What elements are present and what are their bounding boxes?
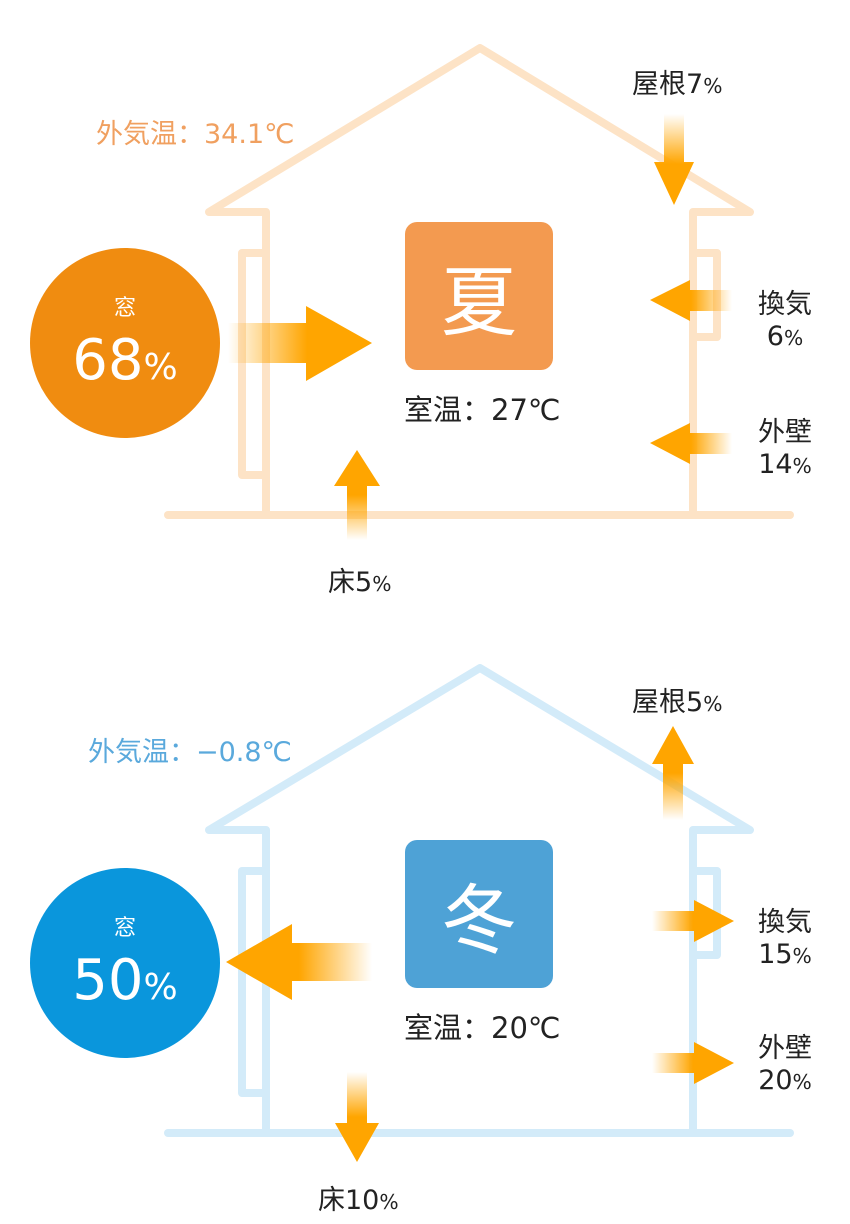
winter-ventilation-unit: % [792, 944, 812, 968]
winter-floor-label: 床10% [318, 1178, 399, 1217]
summer-roof-arrow [654, 114, 694, 205]
winter-season-text: 冬 [441, 876, 517, 965]
winter-window-label: 窓 [113, 916, 136, 941]
winter-wall-label-text: 外壁 [758, 1033, 812, 1064]
winter-wall-label: 外壁 20% [750, 1026, 820, 1096]
winter-ventilation-arrow [652, 900, 734, 942]
summer-roof-value: 7 [686, 69, 704, 100]
summer-outside-temp: 外気温：34.1℃ [96, 112, 294, 151]
summer-wall-unit: % [792, 454, 812, 478]
summer-room-temp: 室温：27℃ [404, 393, 561, 427]
summer-ventilation-value: 6 [766, 321, 784, 352]
winter-window-circle: 窓 50% [30, 868, 220, 1058]
summer-house-diagram [164, 44, 794, 540]
summer-roof-label: 屋根7% [632, 62, 722, 101]
summer-floor-value: 5 [355, 567, 373, 598]
winter-floor-label-text: 床 [318, 1185, 345, 1216]
summer-window-unit: % [143, 347, 178, 388]
winter-floor-arrow [335, 1072, 379, 1162]
winter-roof-arrow [652, 726, 694, 820]
summer-ventilation-arrow [650, 280, 732, 321]
winter-window-number: 50 [72, 948, 144, 1013]
winter-ventilation-label-text: 換気 [758, 907, 812, 938]
summer-ventilation-label-text: 換気 [758, 289, 812, 320]
summer-outside-temp-text: 外気温：34.1℃ [96, 119, 295, 150]
winter-floor-unit: % [379, 1190, 399, 1214]
summer-window-circle: 窓 68% [30, 248, 220, 438]
winter-wall-value: 20 [758, 1065, 793, 1096]
summer-wall-label: 外壁 14% [750, 410, 820, 480]
summer-roof-label-text: 屋根 [632, 69, 686, 100]
summer-season-badge: 夏 [405, 222, 553, 370]
summer-panel: 外気温：34.1℃ 窓 68% 夏 室温：27℃ 屋根7% 換気 6% 外壁 1… [30, 44, 820, 599]
winter-house-diagram [164, 664, 794, 1162]
winter-outside-temp: 外気温：−0.8℃ [88, 730, 292, 769]
summer-floor-arrow [334, 450, 380, 540]
summer-wall-arrow [650, 423, 732, 464]
summer-ventilation-unit: % [783, 326, 804, 350]
winter-window-unit: % [143, 967, 178, 1008]
winter-wall-unit: % [792, 1070, 812, 1094]
summer-floor-label: 床5% [328, 560, 391, 599]
winter-roof-label: 屋根5% [632, 680, 722, 719]
summer-floor-label-text: 床 [328, 567, 355, 598]
winter-window-arrow [226, 924, 372, 1000]
summer-window-value: 68% [30, 328, 220, 393]
summer-floor-unit: % [372, 572, 392, 596]
winter-room-temp: 室温：20℃ [404, 1011, 561, 1045]
winter-outside-temp-text: 外気温：−0.8℃ [88, 737, 292, 768]
summer-ventilation-label: 換気 6% [750, 282, 820, 352]
winter-wall-arrow [652, 1042, 734, 1084]
summer-season-text: 夏 [441, 258, 517, 347]
summer-wall-value: 14 [758, 449, 793, 480]
winter-panel: 外気温：−0.8℃ 窓 50% 冬 室温：20℃ 屋根5% 換気 15% 外壁 … [0, 612, 850, 1224]
winter-floor-value: 10 [345, 1185, 380, 1216]
summer-window-arrow [228, 306, 372, 381]
winter-ventilation-label: 換気 15% [750, 900, 820, 970]
summer-window-number: 68 [72, 328, 144, 393]
winter-season-badge: 冬 [405, 840, 553, 988]
winter-roof-unit: % [703, 692, 723, 716]
summer-roof-unit: % [703, 74, 723, 98]
summer-window-label: 窓 [113, 296, 136, 321]
winter-window-value: 50% [30, 948, 220, 1013]
summer-house-outline [164, 44, 794, 519]
winter-roof-label-text: 屋根 [632, 687, 686, 718]
winter-ventilation-value: 15 [758, 939, 793, 970]
summer-wall-label-text: 外壁 [758, 417, 812, 448]
winter-roof-value: 5 [686, 687, 704, 718]
